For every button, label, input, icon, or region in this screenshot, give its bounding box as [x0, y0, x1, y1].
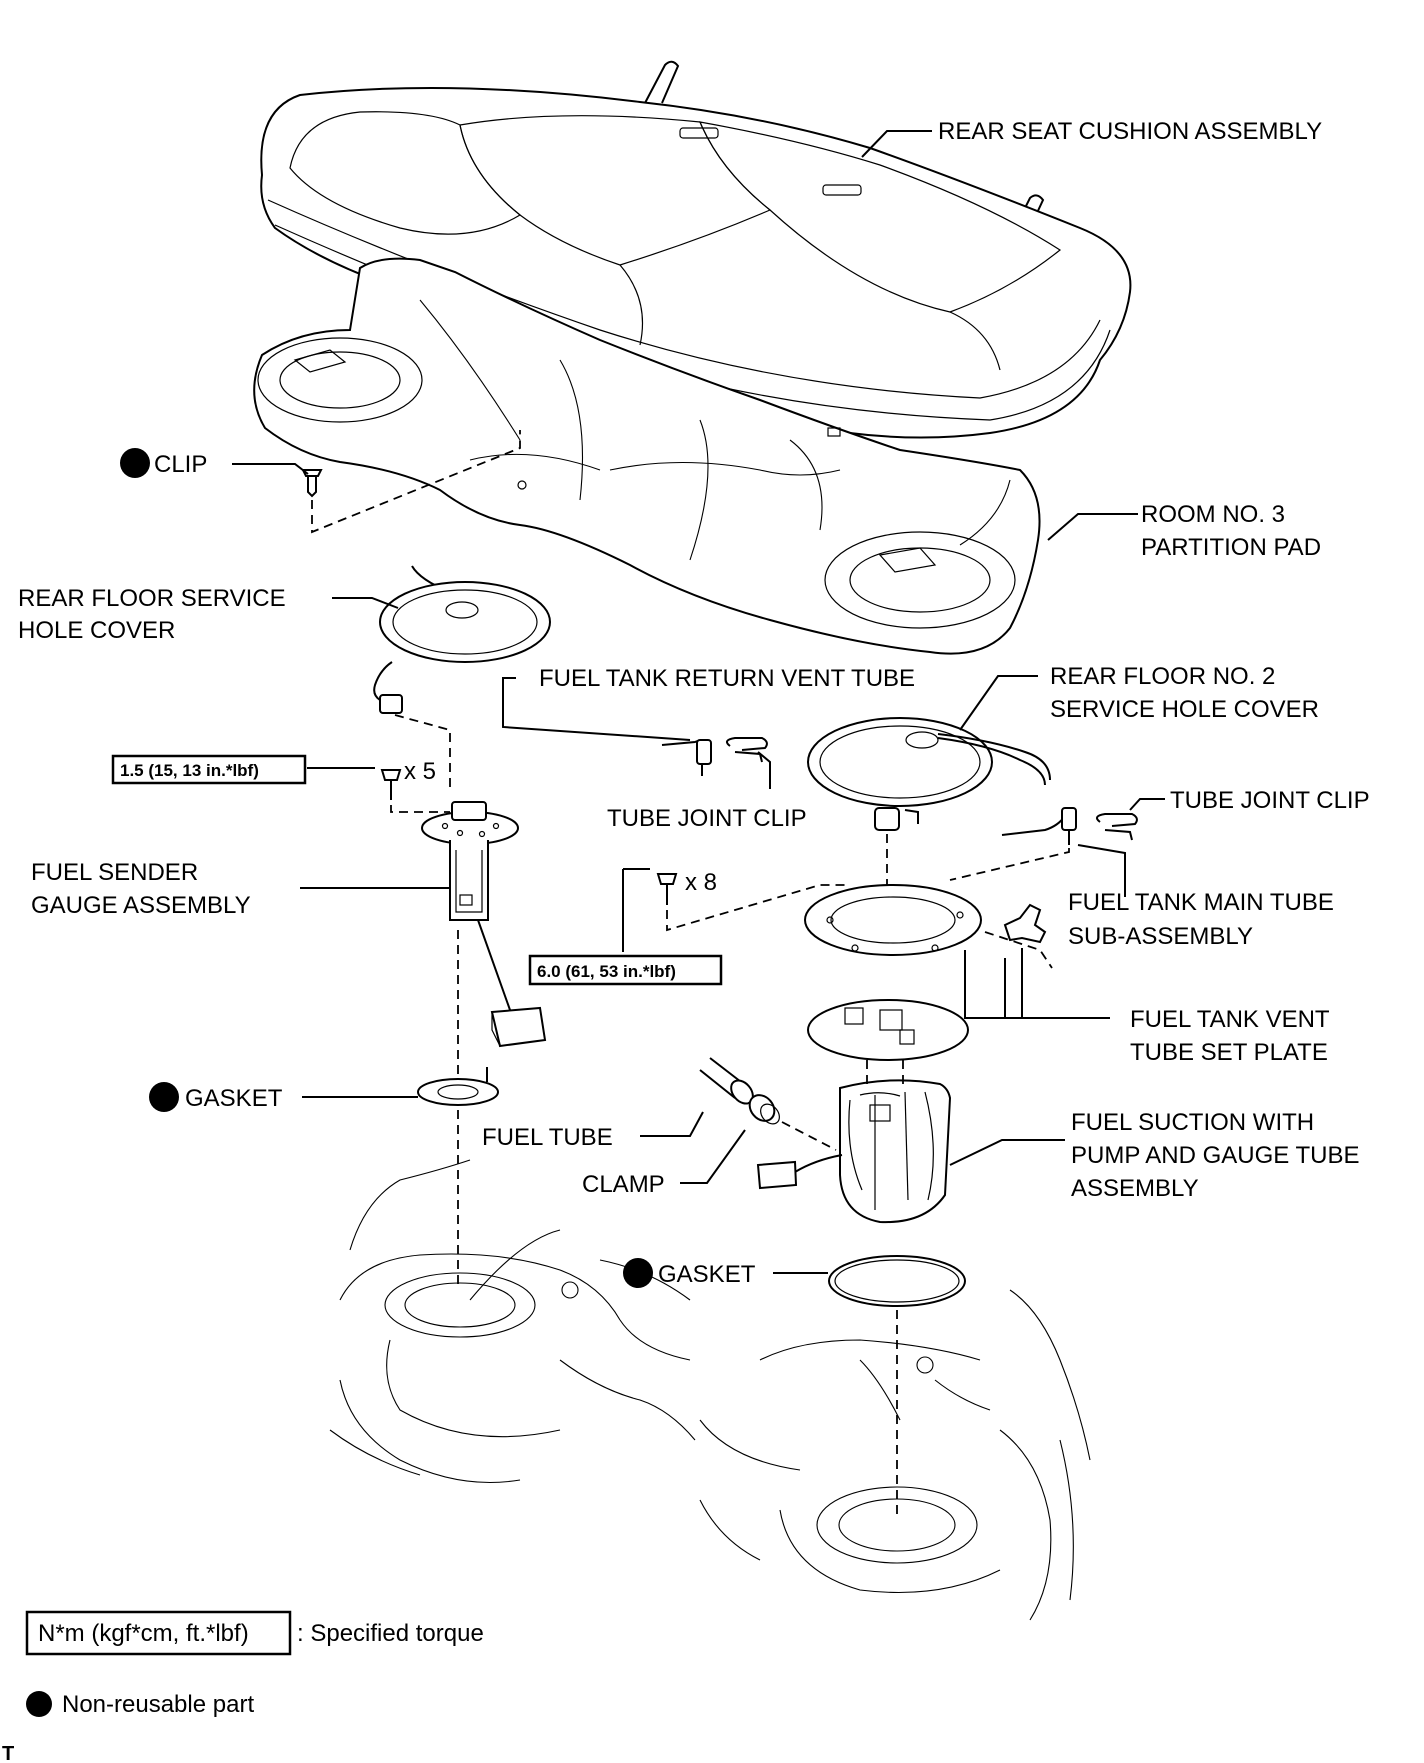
label-clip: CLIP — [154, 451, 207, 478]
label-rear-floor-no2-2: SERVICE HOLE COVER — [1050, 696, 1319, 723]
vehicle-floor-left-drawing — [329, 1159, 696, 1484]
main-tube-guide-line — [949, 848, 1070, 881]
rear-floor-no2-cover-drawing — [807, 717, 1051, 831]
label-fuel-tube: FUEL TUBE — [482, 1124, 613, 1151]
fuel-tank-main-tube-drawing — [1001, 807, 1138, 845]
label-clamp: CLAMP — [582, 1171, 665, 1198]
legend-nonreusable-desc: Non-reusable part — [62, 1691, 254, 1718]
gasket-right-drawing — [828, 1255, 966, 1307]
sender-torque-text: 1.5 (15, 13 in.*lbf) — [120, 761, 259, 780]
rear-floor-service-hole-cover-drawing — [373, 565, 551, 714]
label-tube-joint-clip-right: TUBE JOINT CLIP — [1170, 787, 1370, 814]
legend-torque-unit: N*m (kgf*cm, ft.*lbf) — [38, 1620, 249, 1647]
leader-lines — [232, 130, 1165, 1274]
fuel-sender-gauge-drawing — [380, 769, 547, 1048]
label-vent-set-plate-2: TUBE SET PLATE — [1130, 1039, 1328, 1066]
label-tube-joint-clip-left: TUBE JOINT CLIP — [607, 805, 807, 832]
label-room-pad-1: ROOM NO. 3 — [1141, 501, 1285, 528]
label-room-pad-2: PARTITION PAD — [1141, 534, 1321, 561]
label-suction-2: PUMP AND GAUGE TUBE — [1071, 1142, 1360, 1169]
clip-nonreusable-dot — [120, 448, 150, 478]
label-rear-floor-cover-1: REAR FLOOR SERVICE — [18, 585, 286, 612]
sender-torque-box — [111, 754, 307, 785]
pump-bolt-qty: x 8 — [685, 869, 717, 896]
vehicle-floor-right-drawing — [699, 1289, 1091, 1621]
legend-torque-desc: : Specified torque — [297, 1620, 484, 1647]
label-gasket-left: GASKET — [185, 1085, 283, 1112]
sender-cover-guide-line — [394, 714, 451, 790]
legend-dot-icon — [26, 1691, 52, 1717]
pump-retainer-drawing — [656, 873, 1047, 956]
gasket-left-drawing — [417, 1067, 499, 1106]
label-rear-floor-cover-2: HOLE COVER — [18, 617, 175, 644]
label-main-tube-1: FUEL TANK MAIN TUBE — [1068, 889, 1334, 916]
gasket-left-nonreusable-dot — [149, 1082, 179, 1112]
sender-bolt-qty: x 5 — [404, 758, 436, 785]
room-partition-pad-drawing — [253, 257, 1041, 655]
legend-torque-box — [25, 1610, 292, 1656]
fuel-suction-pump-drawing — [756, 999, 969, 1224]
clip-guide-line — [311, 430, 521, 534]
label-suction-3: ASSEMBLY — [1071, 1175, 1199, 1202]
pump-torque-text: 6.0 (61, 53 in.*lbf) — [537, 962, 676, 981]
pump-torque-box — [528, 954, 723, 986]
label-suction-1: FUEL SUCTION WITH — [1071, 1109, 1314, 1136]
label-return-vent-tube: FUEL TANK RETURN VENT TUBE — [539, 665, 915, 692]
set-plate-guide-line — [984, 931, 1053, 969]
label-main-tube-2: SUB-ASSEMBLY — [1068, 923, 1253, 950]
return-vent-tube-drawing — [661, 737, 768, 776]
corner-mark: T — [2, 1743, 14, 1763]
label-sender-gauge-2: GAUGE ASSEMBLY — [31, 892, 251, 919]
label-rear-floor-no2-1: REAR FLOOR NO. 2 — [1050, 663, 1275, 690]
label-sender-gauge-1: FUEL SENDER — [31, 859, 198, 886]
gasket-right-nonreusable-dot — [623, 1258, 653, 1288]
fuel-tube-clamp-drawing — [699, 1057, 837, 1151]
clip-part — [301, 469, 323, 498]
label-rear-seat-cushion: REAR SEAT CUSHION ASSEMBLY — [938, 118, 1322, 145]
label-vent-set-plate-1: FUEL TANK VENT — [1130, 1006, 1330, 1033]
label-gasket-right: GASKET — [658, 1261, 756, 1288]
